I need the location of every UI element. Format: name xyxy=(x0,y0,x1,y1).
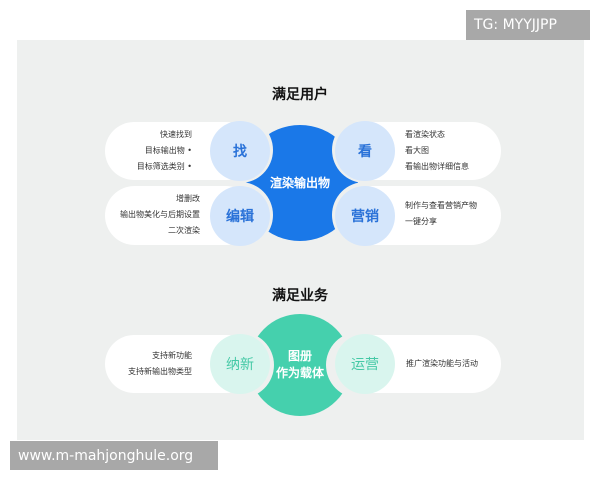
operate-item: 推广渲染功能与活动 xyxy=(406,359,478,368)
view-item: 看输出物详细信息 xyxy=(405,162,469,171)
operate-description: 推广渲染功能与活动 xyxy=(406,356,498,372)
view-description: 看渲染状态 看大图 看输出物详细信息 xyxy=(405,127,497,175)
circle-edit: 编辑 xyxy=(210,186,270,246)
acquire-item: 支持新输出物类型 xyxy=(128,367,192,376)
acquire-item: 支持新功能 xyxy=(152,351,192,360)
hub-label: 渲染输出物 xyxy=(269,176,330,190)
circle-acquire: 纳新 xyxy=(210,334,270,394)
acquire-label: 纳新 xyxy=(226,357,254,373)
acquire-description: 支持新功能 支持新输出物类型 xyxy=(110,348,192,380)
circle-operate: 运营 xyxy=(335,334,395,394)
watermark-top: TG: MYYJJPP xyxy=(466,10,590,40)
market-description: 制作与查看营销产物 一键分享 xyxy=(405,198,497,230)
edit-description: 增删改 输出物美化与后期设置 二次渲染 xyxy=(110,191,200,239)
circle-view: 看 xyxy=(335,121,395,181)
view-item: 看大图 xyxy=(405,146,429,155)
view-item: 看渲染状态 xyxy=(405,130,445,139)
find-label: 找 xyxy=(233,144,247,160)
find-item: 快速找到 xyxy=(160,130,192,139)
find-item: 目标筛选类别 • xyxy=(136,162,192,171)
find-item: 目标输出物 • xyxy=(144,146,192,155)
view-label: 看 xyxy=(358,144,372,160)
market-label: 营销 xyxy=(351,209,379,225)
edit-item: 二次渲染 xyxy=(168,226,200,235)
hub-render-output: 渲染输出物 xyxy=(240,122,360,245)
market-item: 制作与查看营销产物 xyxy=(405,201,477,210)
circle-find: 找 xyxy=(210,121,270,181)
hub-album: 图册 作为载体 xyxy=(250,313,350,417)
edit-item: 输出物美化与后期设置 xyxy=(120,210,200,219)
find-description: 快速找到 目标输出物 • 目标筛选类别 • xyxy=(110,127,192,175)
section-title-business: 满足业务 xyxy=(272,288,328,304)
hub-label-line1: 图册 xyxy=(287,349,312,363)
operate-label: 运营 xyxy=(351,357,379,373)
market-item: 一键分享 xyxy=(405,217,437,226)
hub-shape-green xyxy=(250,314,350,416)
circle-market: 营销 xyxy=(335,186,395,246)
section-title-users: 满足用户 xyxy=(272,87,328,103)
hub-shape-blue xyxy=(242,125,358,241)
hub-label-line2: 作为载体 xyxy=(275,366,324,380)
watermark-bottom: www.m-mahjonghule.org xyxy=(10,441,218,470)
edit-item: 增删改 xyxy=(176,194,200,203)
edit-label: 编辑 xyxy=(226,209,254,225)
